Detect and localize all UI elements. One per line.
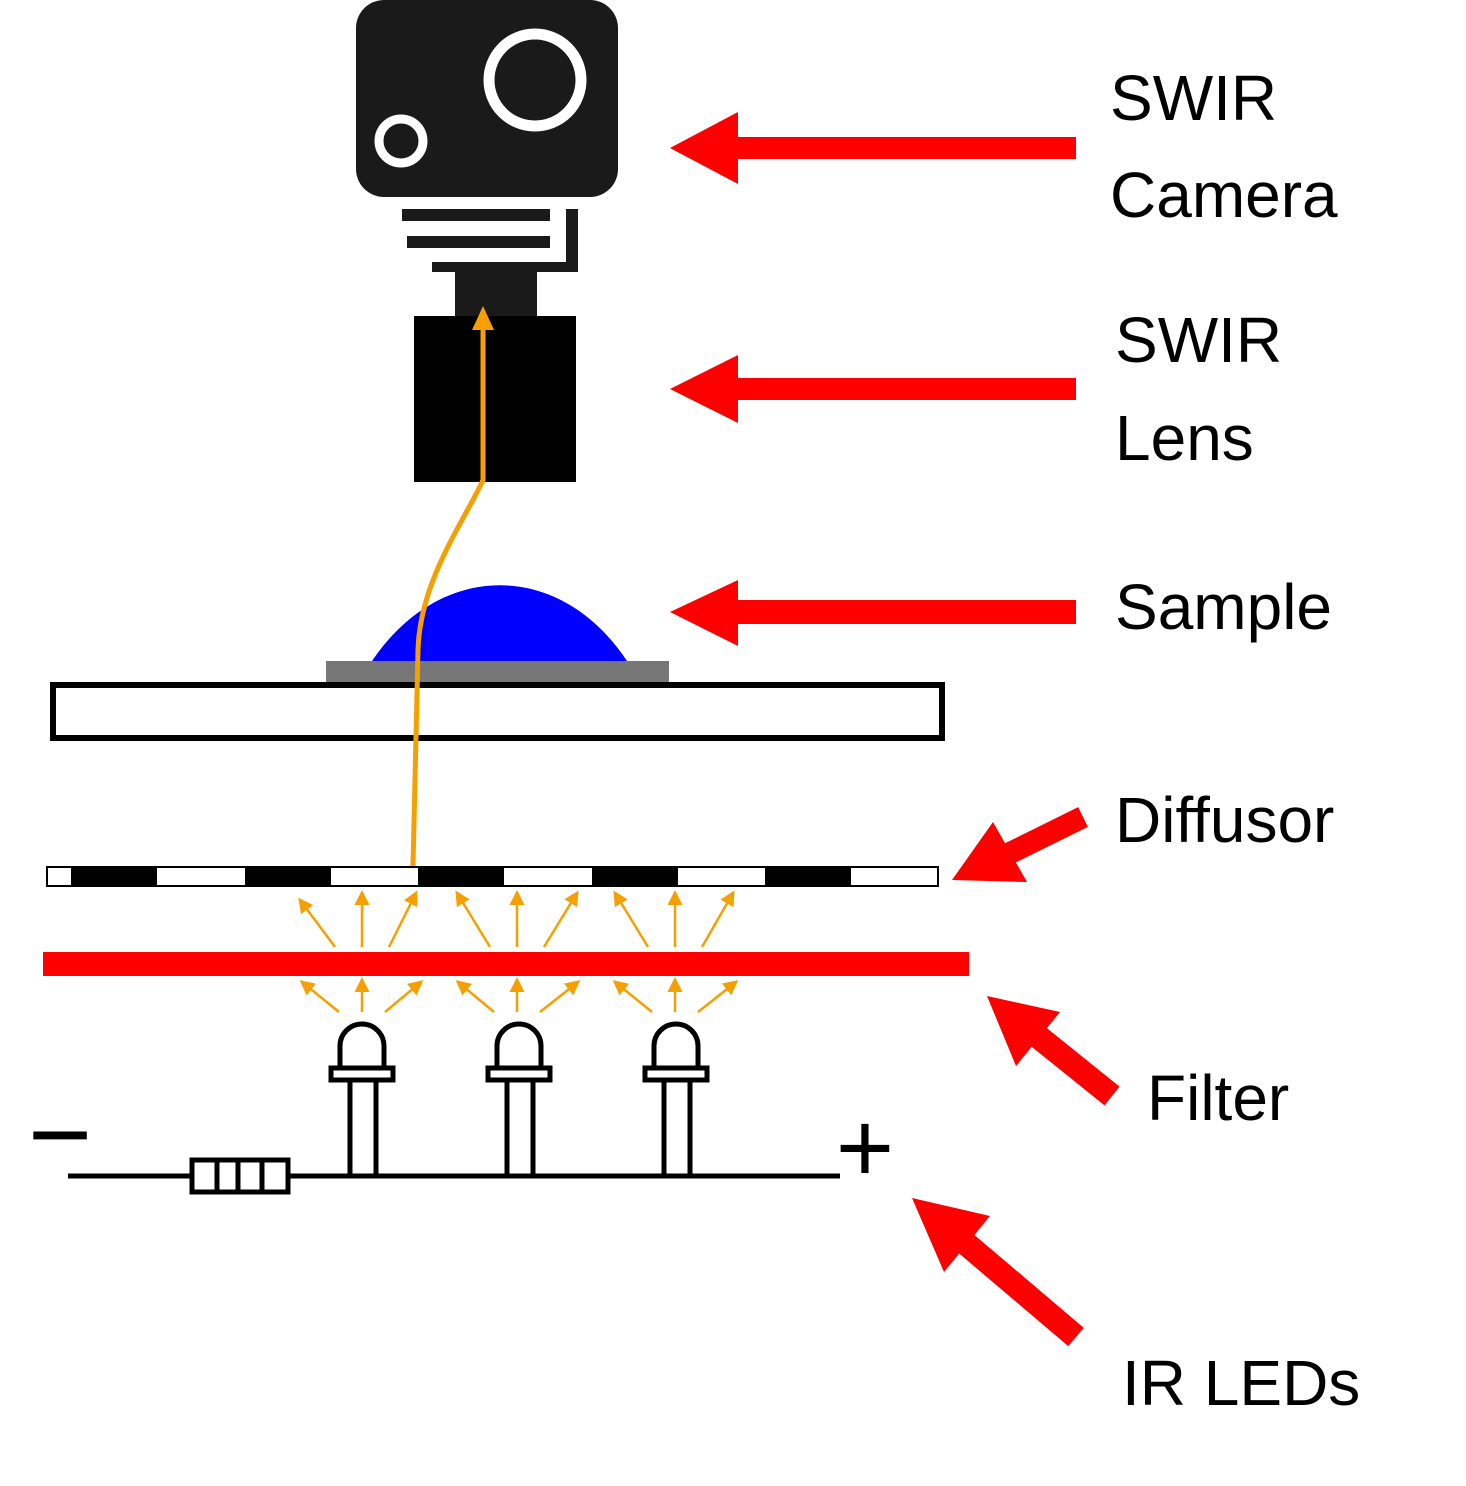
resistor-icon	[189, 1157, 291, 1195]
pointer-camera-arrow	[670, 112, 1076, 184]
label-diffusor: Diffusor	[1115, 784, 1335, 856]
emission-rays-lower	[299, 977, 739, 1013]
light-path-ray	[410, 318, 486, 867]
sample-base	[326, 661, 669, 683]
label-leds: IR LEDs	[1122, 1347, 1361, 1419]
pointer-filter-arrow	[987, 996, 1120, 1106]
positive-sign: +	[836, 1092, 894, 1204]
label-filter: Filter	[1147, 1062, 1290, 1134]
pointer-leds-arrow	[912, 1198, 1084, 1347]
sample-shape	[326, 585, 669, 683]
label-camera-line2: Camera	[1110, 159, 1338, 231]
sample-stage	[50, 682, 945, 741]
ir-led-2-icon	[485, 1021, 553, 1179]
light-path-arrowhead	[472, 306, 494, 330]
diffusor-strip	[46, 866, 939, 887]
ir-led-1-icon	[328, 1021, 396, 1179]
label-lens-line2: Lens	[1115, 402, 1254, 474]
pointer-lens-arrow	[670, 355, 1076, 423]
lens-icon	[414, 316, 576, 482]
camera-icon	[356, 0, 618, 318]
label-camera-line1: SWIR	[1110, 62, 1278, 134]
negative-sign: −	[28, 1073, 92, 1196]
label-sample: Sample	[1115, 571, 1332, 643]
filter-bar	[43, 952, 969, 976]
pointer-diffusor-arrow	[952, 807, 1088, 882]
ir-led-3-icon	[642, 1021, 710, 1179]
emission-rays-upper	[298, 890, 735, 948]
label-lens-line1: SWIR	[1115, 304, 1283, 376]
pointer-sample-arrow	[670, 580, 1076, 646]
